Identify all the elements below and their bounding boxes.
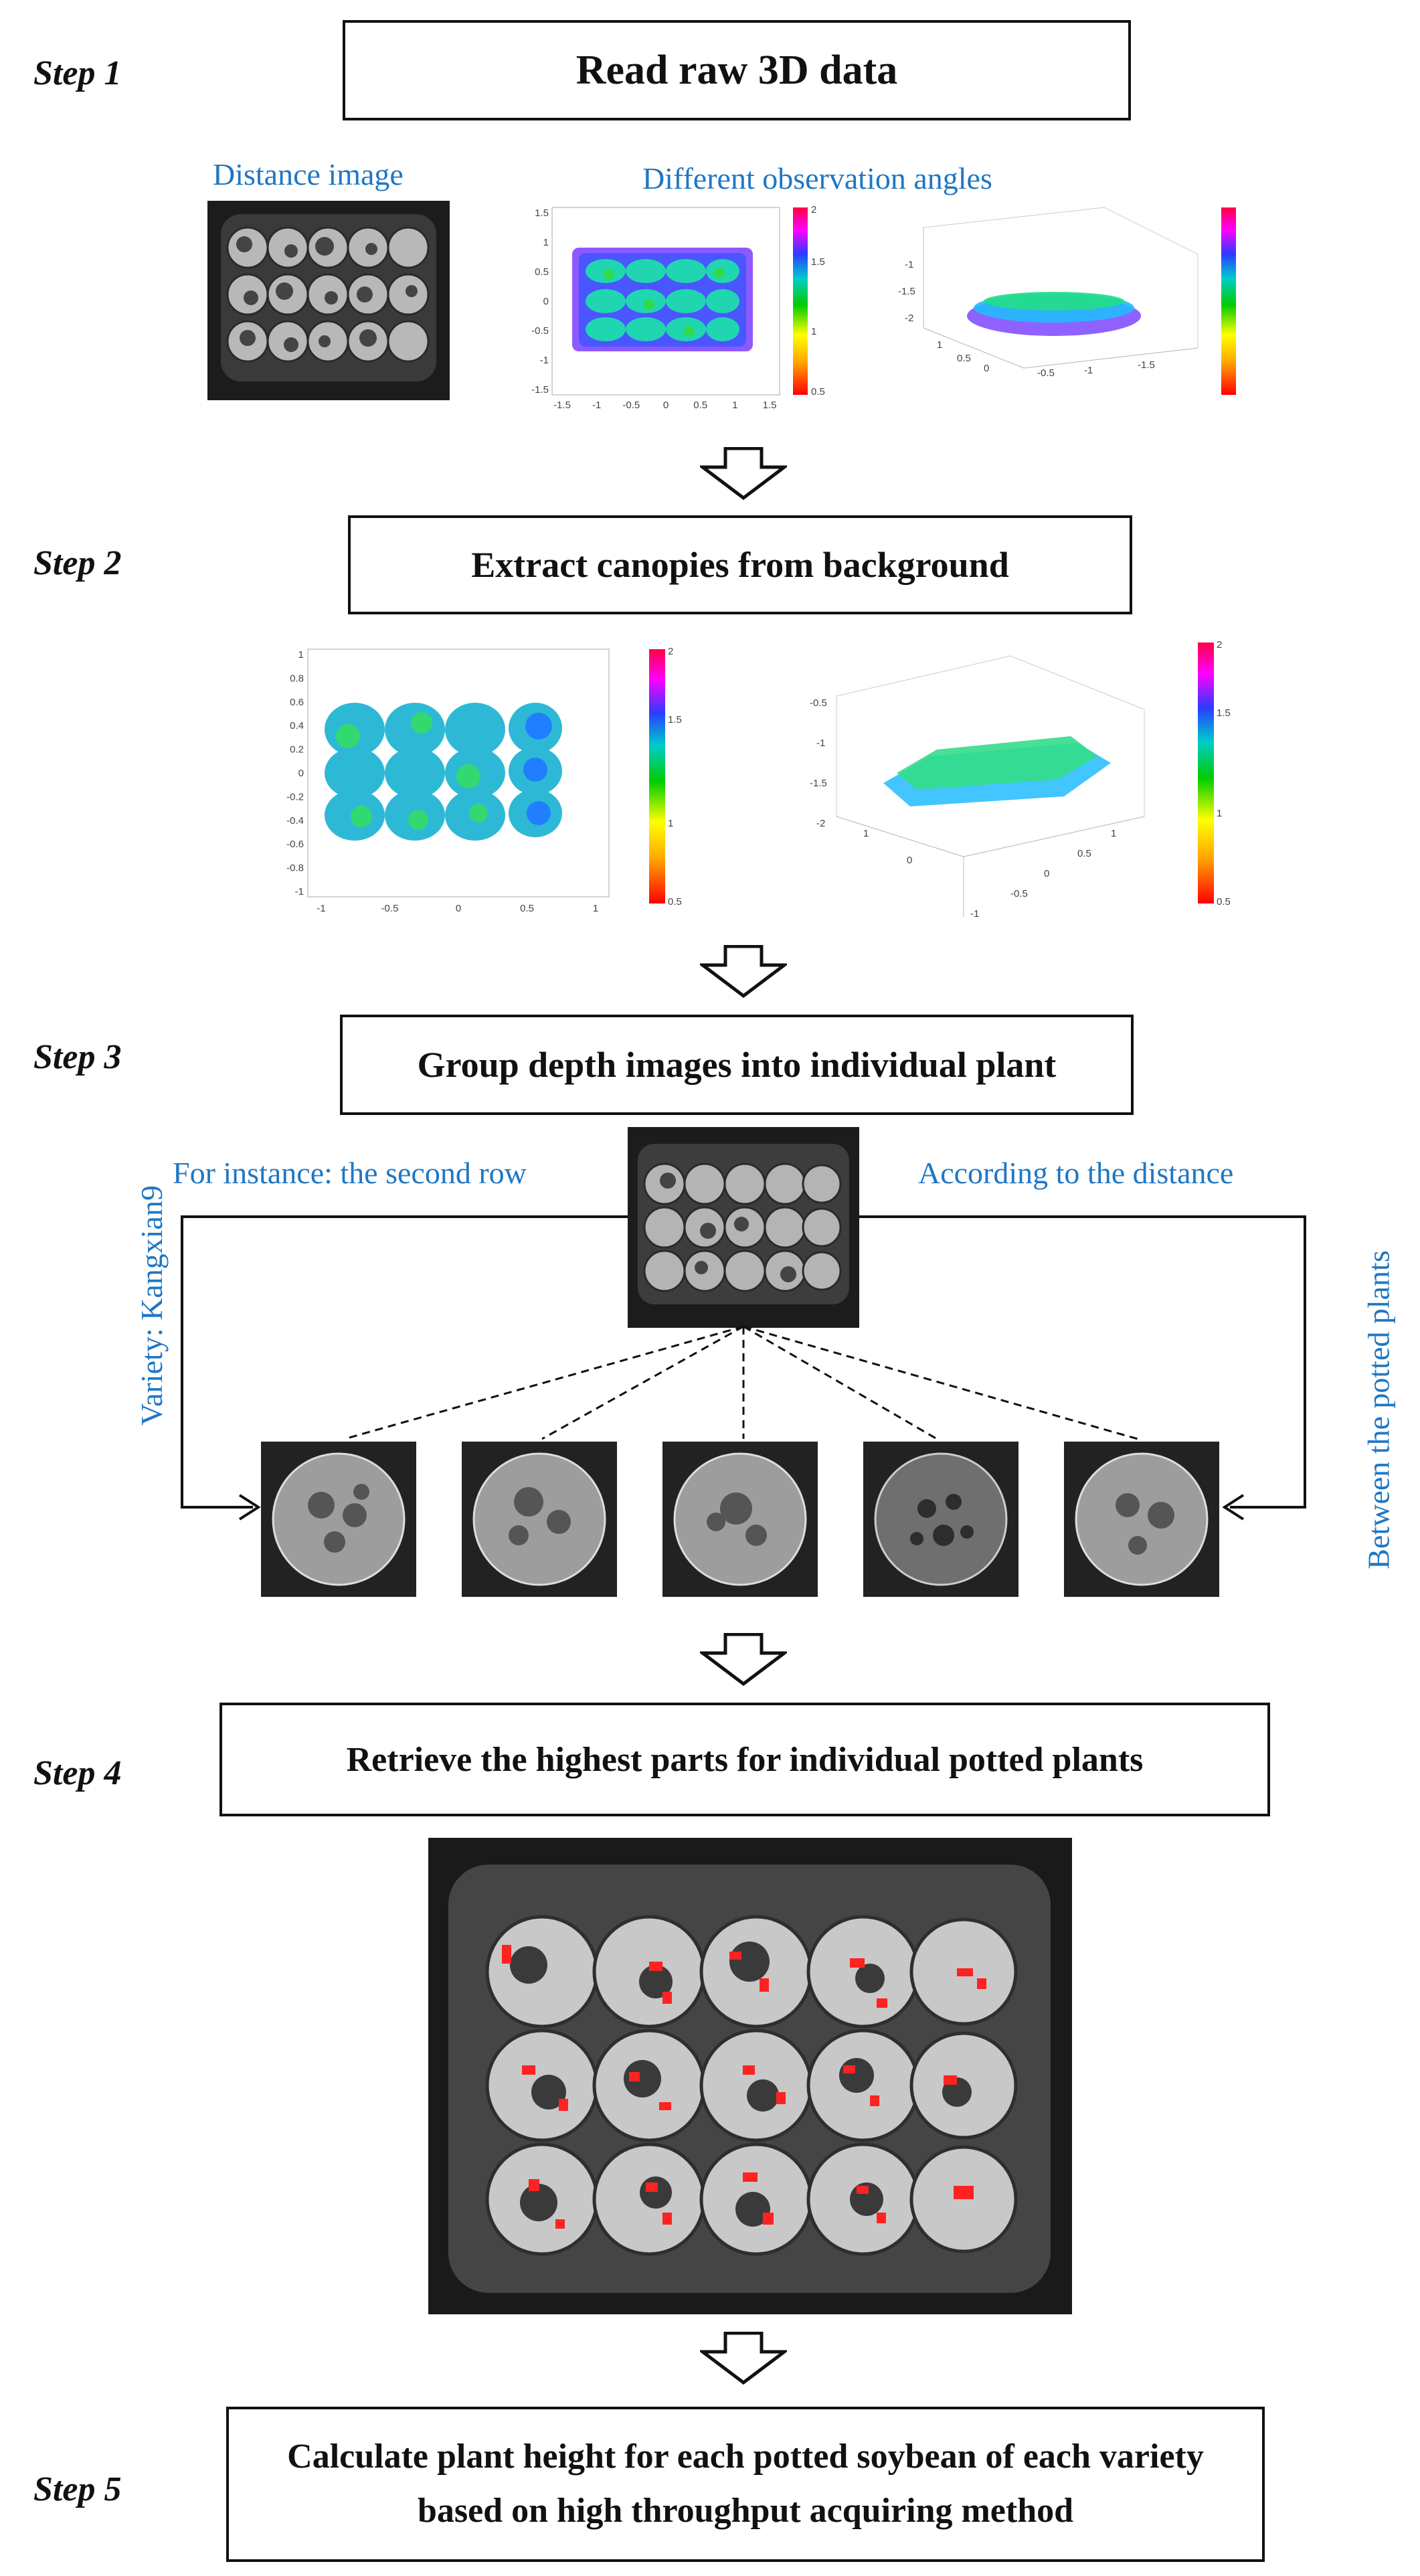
- step-1-title: Read raw 3D data: [575, 47, 898, 93]
- plot-a-xtick-2: -0.5: [622, 400, 640, 411]
- plant-crop-1: [261, 1442, 416, 1597]
- canopy-oblique-view: -0.5 -1 -1.5 -2 1 0.5 0 -0.5 -1 1 0 2 1.…: [796, 636, 1251, 930]
- step-2-title: Extract canopies from background: [471, 545, 1009, 585]
- highest-parts-image: [428, 1838, 1072, 2314]
- plot-c-ytick-0: 1: [298, 649, 304, 661]
- plot-a-xtick-3: 0: [663, 400, 669, 411]
- distance-image-label: Distance image: [213, 157, 404, 191]
- plant-crop-3: [662, 1442, 818, 1597]
- plot-d-z-3: -2: [816, 818, 825, 829]
- canopy-top-view: 1 0.8 0.6 0.4 0.2 0 -0.2 -0.4 -0.6 -0.8 -1 -1 -0.5 0…: [254, 642, 696, 930]
- plot-b-x-0: 1: [937, 339, 942, 351]
- plot-d-x-3: -0.5: [1010, 888, 1028, 899]
- plot-c-ytick-9: -0.8: [286, 863, 304, 874]
- cbar-a-tick-3: 0.5: [811, 386, 825, 398]
- step-4-title: Retrieve the highest parts for individua…: [346, 1740, 1144, 1779]
- plot-c-ytick-4: 0.2: [290, 744, 304, 756]
- step-1-box: Read raw 3D data: [343, 20, 1131, 120]
- cbar-a-tick-1: 1.5: [811, 256, 825, 268]
- step-1-label: Step 1: [33, 54, 122, 92]
- plot-a-ytick-5: -1: [540, 355, 549, 366]
- plot-a-ytick-2: 0.5: [535, 266, 549, 278]
- plot-a-xtick-4: 0.5: [693, 400, 707, 411]
- plot-c-ytick-7: -0.4: [286, 815, 304, 827]
- plot-a-ytick-6: -1.5: [531, 384, 549, 396]
- plot-a-xtick-0: -1.5: [553, 400, 571, 411]
- point-cloud-oblique-view: -1 -1.5 -2 1 0.5 0 -0.5 -1 -1.5: [883, 201, 1258, 415]
- step-3-label: Step 3: [33, 1038, 122, 1076]
- plant-crop-4: [863, 1442, 1018, 1597]
- plot-b-x-1: 0.5: [957, 353, 971, 364]
- plot-a-ytick-1: 1: [543, 237, 549, 248]
- svg-text:1: 1: [1217, 808, 1222, 819]
- plot-a-xtick-1: -1: [592, 400, 601, 411]
- svg-text:1.5: 1.5: [1217, 707, 1231, 719]
- down-arrow-icon: [700, 2332, 787, 2385]
- plot-c-xtick-4: 1: [593, 903, 598, 914]
- step-3-box: Group depth images into individual plant: [340, 1015, 1134, 1115]
- plot-c-ytick-8: -0.6: [286, 839, 304, 850]
- svg-text:2: 2: [668, 646, 673, 657]
- step-5-title: Calculate plant height for each potted s…: [287, 2437, 1204, 2530]
- plot-c-ytick-3: 0.4: [290, 720, 304, 732]
- grouping-connectors: [181, 1215, 1306, 1521]
- plot-d-x-4: -1: [970, 908, 979, 920]
- distance-image: [207, 201, 450, 400]
- plot-c-ytick-6: -0.2: [286, 791, 304, 802]
- plot-d-x-0: 1: [1111, 828, 1116, 839]
- plot-c-xtick-0: -1: [317, 903, 325, 914]
- plot-b-x-5: -1.5: [1138, 359, 1155, 371]
- plot-a-ytick-4: -0.5: [531, 325, 549, 337]
- plot-a-ytick-0: 1.5: [535, 207, 549, 219]
- plot-c-ytick-5: 0: [298, 768, 304, 779]
- second-row-label: For instance: the second row: [173, 1156, 527, 1190]
- plot-d-z-1: -1: [816, 738, 825, 749]
- plot-c-ytick-10: -1: [295, 886, 304, 897]
- plot-d-x-1: 0.5: [1077, 848, 1091, 859]
- observation-angles-label: Different observation angles: [642, 161, 992, 195]
- plot-d-x-2: 0: [1044, 868, 1049, 879]
- cbar-a-tick-2: 1: [811, 326, 816, 337]
- plot-a-ytick-3: 0: [543, 296, 549, 307]
- svg-text:1.5: 1.5: [668, 714, 682, 725]
- down-arrow-icon: [700, 945, 787, 999]
- svg-text:1: 1: [668, 818, 673, 829]
- cbar-a-tick-0: 2: [811, 204, 816, 216]
- plot-b-z-1: -1.5: [898, 286, 915, 297]
- step-4-label: Step 4: [33, 1754, 122, 1792]
- step-5-label: Step 5: [33, 2470, 122, 2508]
- plot-d-y-0: 1: [863, 828, 869, 839]
- step-2-box: Extract canopies from background: [348, 515, 1132, 614]
- plot-b-z-0: -1: [905, 259, 913, 270]
- plot-c-ytick-2: 0.6: [290, 697, 304, 708]
- plot-c-xtick-2: 0: [456, 903, 461, 914]
- svg-text:0.5: 0.5: [668, 896, 682, 908]
- svg-text:0.5: 0.5: [1217, 896, 1231, 908]
- plot-d-z-2: -1.5: [810, 778, 827, 789]
- plot-b-x-2: 0: [984, 363, 989, 374]
- plot-b-x-3: -0.5: [1037, 367, 1055, 379]
- plant-crop-5: [1064, 1442, 1219, 1597]
- plot-c-ytick-1: 0.8: [290, 673, 304, 684]
- plot-c-xtick-3: 0.5: [520, 903, 534, 914]
- plot-b-x-4: -1: [1084, 365, 1093, 376]
- step-2-label: Step 2: [33, 544, 122, 582]
- plant-crop-2: [462, 1442, 617, 1597]
- step-3-title: Group depth images into individual plant: [417, 1045, 1057, 1085]
- plot-a-xtick-5: 1: [732, 400, 737, 411]
- according-distance-label: According to the distance: [918, 1156, 1234, 1190]
- plot-b-z-2: -2: [905, 313, 913, 324]
- down-arrow-icon: [700, 447, 787, 501]
- plot-d-y-1: 0: [907, 855, 912, 866]
- depth-image: [628, 1127, 859, 1328]
- step-5-box: Calculate plant height for each potted s…: [226, 2407, 1265, 2562]
- plot-d-z-0: -0.5: [810, 697, 827, 709]
- plot-a-xtick-6: 1.5: [763, 400, 777, 411]
- svg-text:2: 2: [1217, 639, 1222, 651]
- step-4-box: Retrieve the highest parts for individua…: [219, 1703, 1270, 1816]
- down-arrow-icon: [700, 1633, 787, 1687]
- plot-c-xtick-1: -0.5: [381, 903, 399, 914]
